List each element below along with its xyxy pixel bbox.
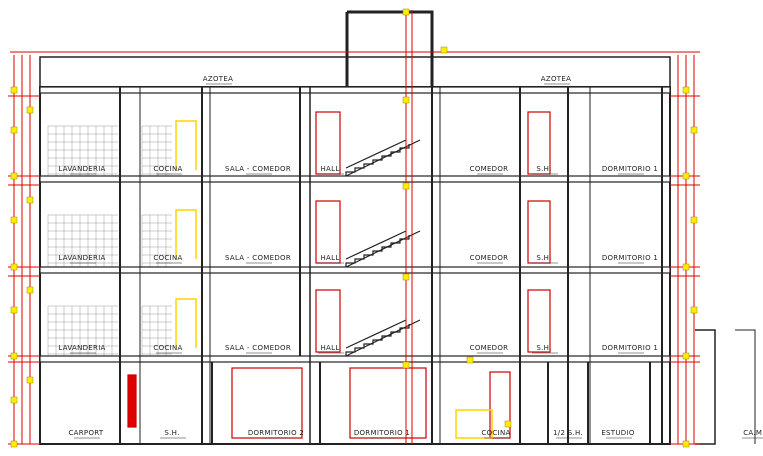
roof-label: AZOTEA bbox=[203, 75, 233, 83]
stair-flights bbox=[345, 139, 421, 357]
room-label: LAVANDERIA bbox=[58, 254, 105, 262]
tile-hatching bbox=[47, 125, 172, 356]
room-label: COCINA bbox=[153, 344, 182, 352]
room-label: HALL bbox=[320, 254, 339, 262]
room-label: ESTUDIO bbox=[601, 429, 635, 437]
room-label: HALL bbox=[320, 165, 339, 173]
room-label: 1/2 S.H. bbox=[553, 429, 583, 437]
slab-roof bbox=[39, 86, 671, 94]
kitchen-fixtures bbox=[175, 120, 493, 439]
room-label: S.H. bbox=[164, 429, 179, 437]
room-label: COCINA bbox=[153, 254, 182, 262]
room-label: COMEDOR bbox=[470, 254, 509, 262]
level-markers bbox=[10, 8, 698, 448]
room-label: S.H. bbox=[536, 165, 551, 173]
roof-parapet bbox=[39, 56, 671, 88]
room-label: DORMITORIO 1 bbox=[602, 165, 658, 173]
room-labels: AZOTEA AZOTEA LAVANDERIA COCINA SALA - COMED… bbox=[58, 75, 763, 439]
room-label: CARPORT bbox=[68, 429, 103, 437]
room-label: DORMITORIO 1 bbox=[602, 344, 658, 352]
slab-floor-1 bbox=[39, 355, 671, 363]
room-label: S.H. bbox=[536, 344, 551, 352]
room-label: COCINA bbox=[481, 429, 510, 437]
room-label: SALA - COMEDOR bbox=[225, 344, 291, 352]
dimension-lines bbox=[8, 10, 700, 445]
building-structure bbox=[39, 10, 756, 445]
room-label: DORMITORIO 1 bbox=[354, 429, 410, 437]
roof-label: AZOTEA bbox=[541, 75, 571, 83]
door-openings bbox=[127, 111, 551, 439]
room-label: COCINA bbox=[153, 165, 182, 173]
room-label: DORMITORIO 1 bbox=[602, 254, 658, 262]
room-label: COMEDOR bbox=[470, 344, 509, 352]
room-label: CA.M. bbox=[743, 429, 763, 437]
room-label: LAVANDERIA bbox=[58, 344, 105, 352]
room-label: SALA - COMEDOR bbox=[225, 165, 291, 173]
room-label: S.H. bbox=[536, 254, 551, 262]
room-label: LAVANDERIA bbox=[58, 165, 105, 173]
room-label: HALL bbox=[320, 344, 339, 352]
slab-floor-2 bbox=[39, 266, 671, 274]
room-label: COMEDOR bbox=[470, 165, 509, 173]
room-label: DORMITORIO 2 bbox=[248, 429, 304, 437]
slab-floor-3 bbox=[39, 175, 671, 183]
room-label: SALA - COMEDOR bbox=[225, 254, 291, 262]
